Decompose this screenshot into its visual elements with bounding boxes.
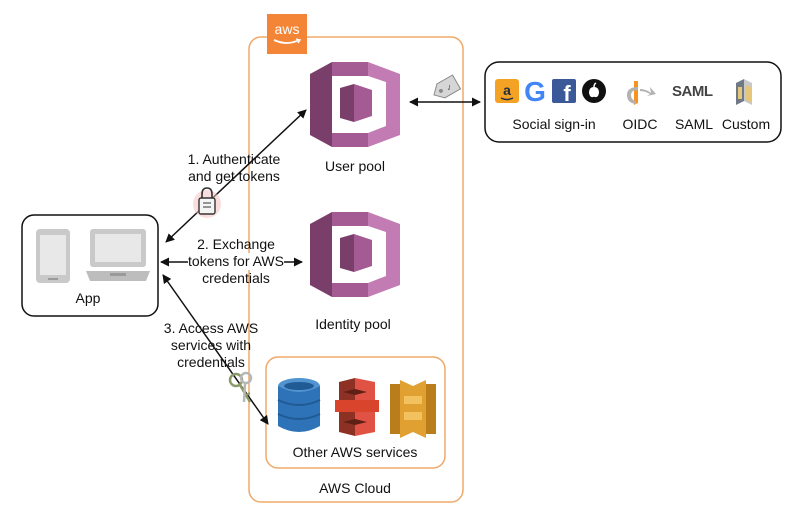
step-3-label: 3. Access AWS services with credentials [164,320,258,371]
other-services-label: Other AWS services [292,444,418,460]
dynamodb-icon [277,378,321,432]
aws-cloud-label: AWS Cloud [319,480,391,496]
padlock-icon [193,187,221,218]
apple-icon [582,79,606,103]
user-pool-label: User pool [325,158,385,174]
amazon-icon: a [495,79,519,103]
oidc-icon [627,81,656,105]
social-sign-in-label: Social sign-in [512,116,596,132]
step-1-line-1: 1. Authenticate [187,151,281,167]
aws-logo: aws [267,14,307,54]
svg-text:f: f [563,81,571,106]
step-1-label: 1. Authenticate and get tokens [188,151,281,185]
svg-text:a: a [503,82,511,98]
step-2-line-2: tokens for AWS [188,253,284,270]
tablet-icon [36,229,70,283]
oidc-label: OIDC [622,116,658,132]
saml-label: SAML [674,116,714,132]
api-gateway-icon [390,380,436,438]
app-box [21,214,159,317]
identity-pool-label: Identity pool [315,316,391,332]
step-2-line-3: credentials [202,270,270,286]
step-3-line-1: 3. Access AWS [163,320,259,336]
arrow-app-to-services [162,274,269,425]
user-pool-icon [310,62,400,147]
step-1-line-2: and get tokens [188,168,280,184]
arrow-app-to-user-pool [165,109,307,243]
svg-text:G: G [524,76,546,107]
aws-logo-text: aws [274,21,300,37]
custom-icon [736,79,752,105]
step-3-line-3: credentials [177,354,245,370]
identity-pool-icon [310,212,400,297]
aws-smile-icon [273,38,302,44]
custom-label: Custom [721,116,771,132]
svg-text:✓: ✓ [444,82,454,93]
saml-logo: SAML [672,83,713,100]
tag-icon: ✓ [433,74,462,99]
s3-icon [335,378,379,436]
google-icon: G [524,76,546,107]
keys-icon [228,371,253,403]
step-3-line-2: services with [170,337,252,353]
step-2-label: 2. Exchange tokens for AWS credentials [188,236,284,287]
step-2-line-1: 2. Exchange [197,236,275,252]
laptop-icon [86,229,150,281]
app-label: App [75,290,101,306]
identity-providers-box [484,61,782,143]
facebook-icon: f [552,79,576,106]
